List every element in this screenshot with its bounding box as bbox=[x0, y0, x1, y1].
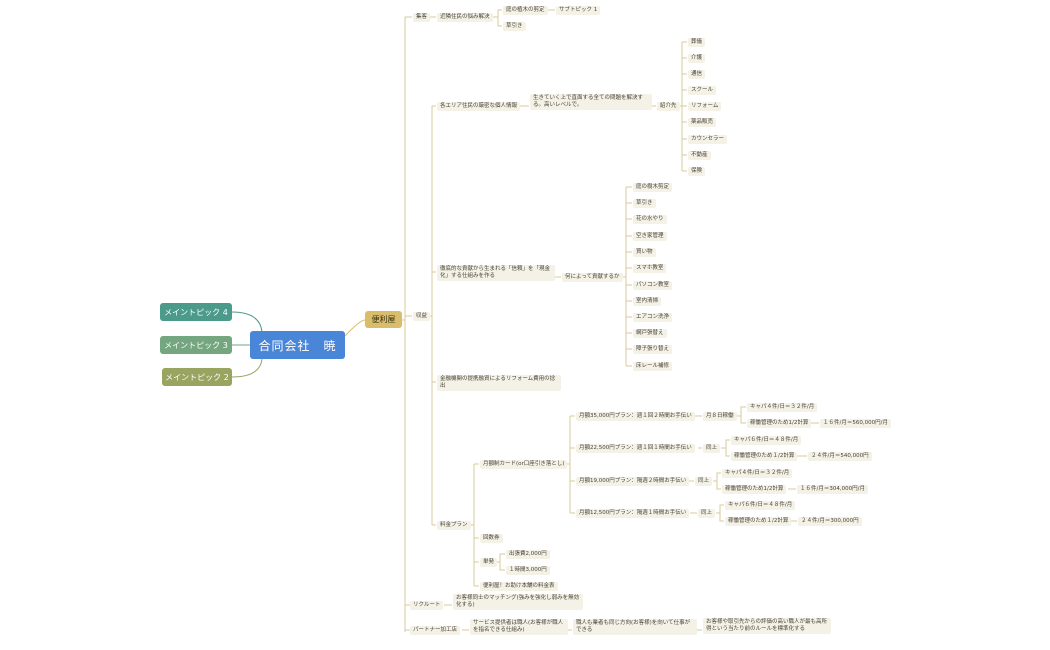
node-counsel[interactable]: カウンセラー bbox=[688, 135, 728, 144]
node-partner-c[interactable]: お客様や取引先からの評価の高い職人が最も高所得という当たり前のルールを標準化する bbox=[703, 618, 831, 634]
node-soukai[interactable]: 葬儀 bbox=[688, 38, 706, 47]
node-kaigo[interactable]: 介護 bbox=[688, 54, 706, 63]
node-p2b[interactable]: キャパ６件/日＝４８件/月 bbox=[731, 436, 802, 445]
node-p1b[interactable]: キャパ４件/日＝３２件/月 bbox=[747, 403, 818, 412]
side-topic-3[interactable]: メイントピック 3 bbox=[160, 336, 232, 354]
node-p1c[interactable]: 稼働管理のため1/2計算 bbox=[747, 419, 812, 428]
node-s10[interactable]: 網戸張替え bbox=[633, 329, 667, 338]
node-shueki[interactable]: 収益 bbox=[413, 312, 431, 321]
node-p4c[interactable]: 稼働管理のため１/2計算 bbox=[725, 517, 792, 526]
node-ryokin[interactable]: 料金プラン bbox=[437, 521, 471, 530]
node-tan1[interactable]: 出張費2,000円 bbox=[506, 550, 550, 559]
node-reform[interactable]: リフォーム bbox=[688, 102, 722, 111]
node-partner-a[interactable]: サービス提供者は職人(お客様が職人を指名できる仕組み) bbox=[470, 619, 568, 635]
node-kinyu[interactable]: 金融機関の提携融資によるリフォーム費用の捻出 bbox=[437, 375, 561, 391]
node-tetteiteki[interactable]: 徹底的な貢献から生まれる「信頼」を「現金化」する仕組みを作る bbox=[437, 265, 555, 281]
node-s5[interactable]: 買い物 bbox=[633, 248, 656, 257]
node-s3[interactable]: 花の水やり bbox=[633, 215, 667, 224]
node-p3[interactable]: 月額19,000円プラン：隔週２時間お手伝い bbox=[576, 477, 690, 486]
node-tsushin[interactable]: 通信 bbox=[688, 70, 706, 79]
node-s6[interactable]: スマホ教室 bbox=[633, 264, 667, 273]
node-p4b[interactable]: キャパ６件/日＝４８件/月 bbox=[725, 501, 796, 510]
node-s4[interactable]: 空き家管理 bbox=[633, 232, 667, 241]
node-p3b[interactable]: キャパ４件/日＝３２件/月 bbox=[722, 469, 793, 478]
node-tanpatsu[interactable]: 単発 bbox=[480, 558, 498, 567]
node-p2d[interactable]: ２４件/月＝540,000円 bbox=[808, 452, 872, 461]
node-s11[interactable]: 障子張り替え bbox=[633, 345, 673, 354]
node-getsugaku[interactable]: 月額制カード(or口座引き落とし) bbox=[480, 460, 568, 469]
node-partner-b[interactable]: 職人も業者も同じ方向(お客様)を向いて仕事ができる bbox=[573, 619, 697, 635]
node-p1d[interactable]: １６件/月＝560,000円/月 bbox=[820, 419, 891, 428]
node-kusa[interactable]: 草引き bbox=[503, 22, 526, 31]
node-p3a[interactable]: 同上 bbox=[695, 477, 713, 486]
root-topic[interactable]: 合同会社 暁 bbox=[250, 331, 345, 359]
node-partner[interactable]: パートナー加工店 bbox=[410, 626, 461, 635]
side-topic-2[interactable]: メイントピック 2 bbox=[162, 368, 232, 386]
node-shokai[interactable]: 紹介先 bbox=[657, 102, 680, 111]
node-p4[interactable]: 月額12,500円プラン：隔週１時間お手伝い bbox=[576, 509, 690, 518]
node-s2[interactable]: 草引き bbox=[633, 199, 656, 208]
node-p1a[interactable]: 月８日稼働 bbox=[703, 412, 737, 421]
node-ikiteiku[interactable]: 生きていく上で直面する全ての問題を解決する。高いレベルで。 bbox=[530, 94, 652, 110]
node-kinrin[interactable]: 近隣住民の悩み解決 bbox=[437, 13, 493, 22]
node-p1[interactable]: 月額35,000円プラン：週１回２時間お手伝い bbox=[576, 412, 695, 421]
node-nanini[interactable]: 何によって貢献するか bbox=[562, 273, 623, 282]
node-p3d[interactable]: １６件/月＝304,000円/月 bbox=[797, 485, 868, 494]
node-fudosan[interactable]: 不動産 bbox=[688, 151, 711, 160]
node-s12[interactable]: 床レール補修 bbox=[633, 362, 673, 371]
node-sub1[interactable]: サブトピック 1 bbox=[556, 6, 601, 15]
node-recruit-d[interactable]: お客様同士のマッチング(強みを強化し弱みを無効化する) bbox=[453, 594, 583, 610]
node-hoken[interactable]: 保険 bbox=[688, 167, 706, 176]
node-recruit[interactable]: リクルート bbox=[410, 601, 444, 610]
node-hinpin[interactable]: 薬品販売 bbox=[688, 118, 717, 127]
node-shukyaku[interactable]: 集客 bbox=[413, 13, 431, 22]
node-s8[interactable]: 室内清掃 bbox=[633, 297, 662, 306]
side-topic-4[interactable]: メイントピック 4 bbox=[160, 303, 232, 321]
node-school[interactable]: スクール bbox=[688, 86, 717, 95]
node-p4a[interactable]: 同上 bbox=[698, 509, 716, 518]
node-s7[interactable]: パソコン教室 bbox=[633, 281, 673, 290]
node-niwaki[interactable]: 庭の植木の剪定 bbox=[503, 6, 548, 15]
node-tan2[interactable]: １時間3,000円 bbox=[506, 566, 550, 575]
node-benriya[interactable]: 便利屋！お助け本舗の料金表 bbox=[480, 582, 558, 591]
node-p2c[interactable]: 稼働管理のため１/2計算 bbox=[731, 452, 798, 461]
node-kakuarea[interactable]: 各エリア住民の厳密な個人情報 bbox=[437, 102, 521, 111]
node-p2[interactable]: 月額22,500円プラン：週１回１時間お手伝い bbox=[576, 444, 695, 453]
node-p2a[interactable]: 同上 bbox=[703, 444, 721, 453]
node-s1[interactable]: 庭の樹木剪定 bbox=[633, 183, 673, 192]
node-kaisuken[interactable]: 回数券 bbox=[480, 534, 503, 543]
main-topic-benriya[interactable]: 便利屋 bbox=[365, 311, 402, 328]
node-p4d[interactable]: ２４件/月＝300,000円 bbox=[798, 517, 862, 526]
node-p3c[interactable]: 稼働管理のため1/2計算 bbox=[722, 485, 787, 494]
node-s9[interactable]: エアコン洗浄 bbox=[633, 313, 673, 322]
